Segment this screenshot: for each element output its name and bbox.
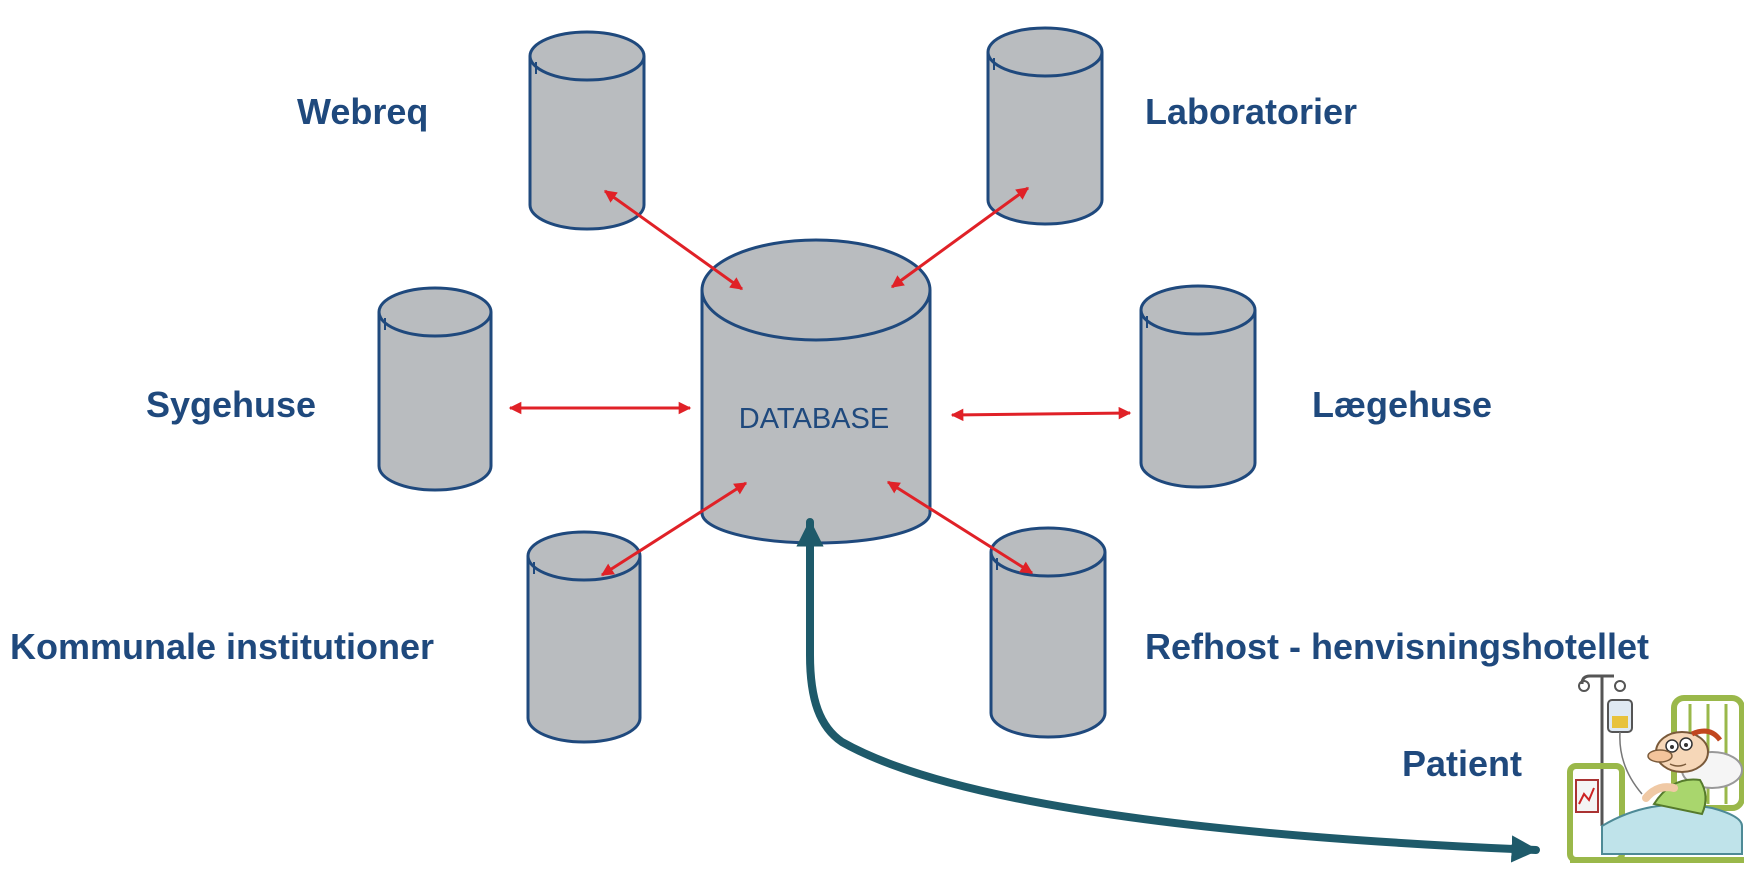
arrow-laboratorier-database (890, 186, 1030, 289)
label-laegehuse: Lægehuse (1312, 384, 1493, 425)
arrow-kommunale-database (600, 481, 748, 577)
cylinder-laboratorier (986, 26, 1104, 226)
label-patient: Patient (1402, 743, 1523, 784)
cylinder-sygehuse (377, 286, 493, 492)
label-sygehuse: Sygehuse (146, 384, 317, 425)
arrow-laegehuse-database (950, 406, 1132, 422)
cylinder-kommunale (526, 530, 642, 744)
label-webreq: Webreq (297, 91, 429, 132)
database-label: DATABASE (739, 403, 889, 435)
patient-link-arrow (796, 518, 1540, 863)
label-refhost: Refhost - henvisningshotellet (1145, 626, 1650, 667)
cylinder-webreq (528, 30, 646, 231)
arrow-webreq-database (603, 189, 744, 291)
database-cylinder: DATABASE (700, 238, 932, 545)
patient-in-hospital-bed-icon (1567, 674, 1744, 863)
label-kommunale-institutioner: Kommunale institutioner (10, 626, 435, 667)
label-laboratorier: Laboratorier (1145, 91, 1358, 132)
cylinder-laegehuse (1139, 284, 1257, 489)
